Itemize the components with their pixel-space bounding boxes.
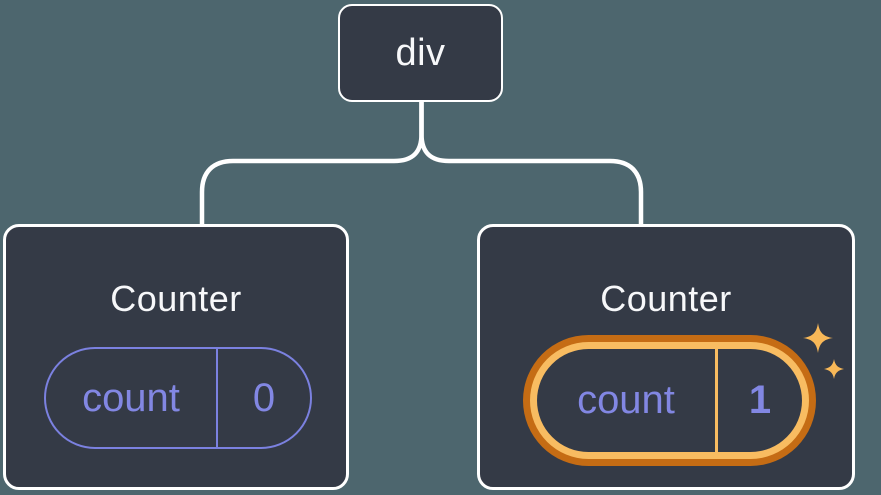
state-pill-divider <box>216 349 218 447</box>
root-node-label: div <box>395 31 446 74</box>
state-name-label: count <box>82 375 180 420</box>
state-name-label: count <box>577 378 675 422</box>
state-value-label: 1 <box>748 378 772 422</box>
state-name-segment: count <box>537 349 715 452</box>
state-value-label: 0 <box>252 375 276 420</box>
state-pill-highlight-ring-inner: count 1 <box>530 342 809 459</box>
root-node-div: div <box>338 4 503 102</box>
counter-card-left: Counter count 0 <box>3 224 349 490</box>
counter-title: Counter <box>110 278 242 319</box>
connector-branch-left <box>199 98 424 228</box>
state-pill-highlight-ring: count 1 <box>523 335 816 466</box>
counter-card-right: Counter count 1 <box>477 224 855 490</box>
state-value-segment: 1 <box>718 349 802 452</box>
state-pill: count 1 <box>537 349 802 452</box>
state-pill: count 0 <box>44 347 312 449</box>
connector-branch-right <box>419 98 644 228</box>
state-value-segment: 0 <box>218 349 310 447</box>
state-name-segment: count <box>46 349 216 447</box>
state-pill-divider <box>715 349 718 452</box>
counter-title: Counter <box>600 278 732 319</box>
